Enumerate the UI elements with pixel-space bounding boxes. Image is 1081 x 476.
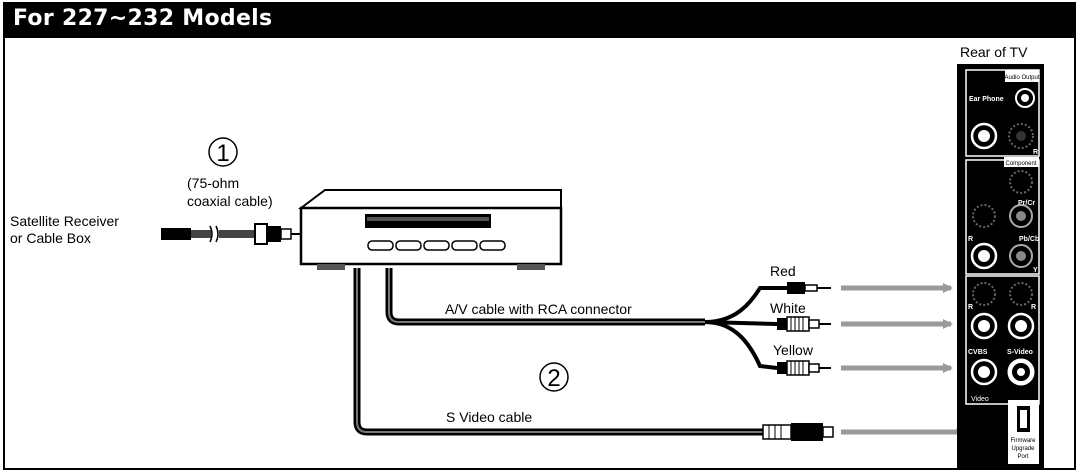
- coax-label-line2: coaxial cable): [187, 193, 273, 209]
- step-1-circle: [208, 137, 238, 167]
- step-2-circle: [539, 362, 569, 392]
- pr-cr-label: Pr/Cr: [1018, 200, 1035, 207]
- audio-r-label: R: [1033, 149, 1038, 156]
- audio-output-jack-right: [1008, 123, 1034, 149]
- video-label: Video: [971, 396, 989, 403]
- av-r-right-label: R: [1031, 304, 1036, 311]
- s-video-label: S-Video: [1007, 349, 1033, 356]
- component-audio-r-jack: [970, 242, 998, 270]
- av-cable: [385, 268, 787, 370]
- receiver-box: [298, 189, 563, 270]
- firmware-label-line2: Upgrade: [1011, 446, 1035, 452]
- av-r-left-label: R: [968, 304, 973, 311]
- coax-cable: [161, 223, 303, 245]
- ear-phone-jack: [1015, 88, 1035, 108]
- rca-plug-red: [787, 282, 831, 294]
- source-label-line2: or Cable Box: [10, 230, 91, 246]
- connection-diagram: Satellite Receiver or Cable Box 1 (75-oh…: [10, 44, 1044, 468]
- component-pr-jack: [1009, 170, 1033, 194]
- rear-of-tv-label: Rear of TV: [960, 44, 1028, 60]
- rca-plug-white: [777, 316, 831, 332]
- component-label: Component: [1005, 161, 1036, 167]
- diagram-frame: For 227~232 Models Satellite Receiver or…: [3, 2, 1076, 470]
- comp-r-label: R: [968, 236, 973, 243]
- firmware-label-line1: Firmware: [1011, 438, 1037, 444]
- component-y-jack: [1009, 244, 1033, 268]
- svideo-cable-label: S Video cable: [446, 409, 532, 425]
- rca-plug-yellow: [777, 360, 831, 376]
- svideo-plug: [762, 423, 834, 441]
- cvbs-label: CVBS: [968, 349, 988, 356]
- component-pb-jack: [1009, 204, 1033, 228]
- av-audio-r-jack: [970, 312, 998, 340]
- white-label: White: [770, 300, 806, 316]
- component-audio-l-jack: [972, 204, 996, 228]
- tv-rear-panel: [957, 64, 1044, 468]
- s-video-jack: [1007, 358, 1035, 386]
- cvbs-jack: [970, 358, 998, 386]
- page-title: For 227~232 Models: [13, 6, 273, 31]
- source-label-line1: Satellite Receiver: [10, 213, 119, 229]
- av-cable-label: A/V cable with RCA connector: [445, 301, 632, 317]
- audio-output-label: Audio Output: [1004, 75, 1039, 81]
- av-audio-top-right-jack: [1009, 282, 1033, 306]
- step-2-number: 2: [547, 365, 560, 392]
- y-label: Y: [1033, 267, 1038, 274]
- ear-phone-label: Ear Phone: [969, 96, 1004, 103]
- step-1-number: 1: [216, 140, 229, 167]
- coax-label-line1: (75-ohm: [187, 175, 239, 191]
- svideo-cable: [353, 268, 765, 436]
- pb-cb-label: Pb/Cb: [1019, 236, 1039, 243]
- av-audio-l-jack: [1007, 312, 1035, 340]
- audio-output-jack-left: [970, 122, 998, 150]
- yellow-label: Yellow: [773, 342, 814, 358]
- firmware-label-line3: Port: [1017, 454, 1028, 460]
- title-bar: For 227~232 Models: [5, 4, 1074, 38]
- red-label: Red: [770, 263, 796, 279]
- av-audio-top-left-jack: [972, 282, 996, 306]
